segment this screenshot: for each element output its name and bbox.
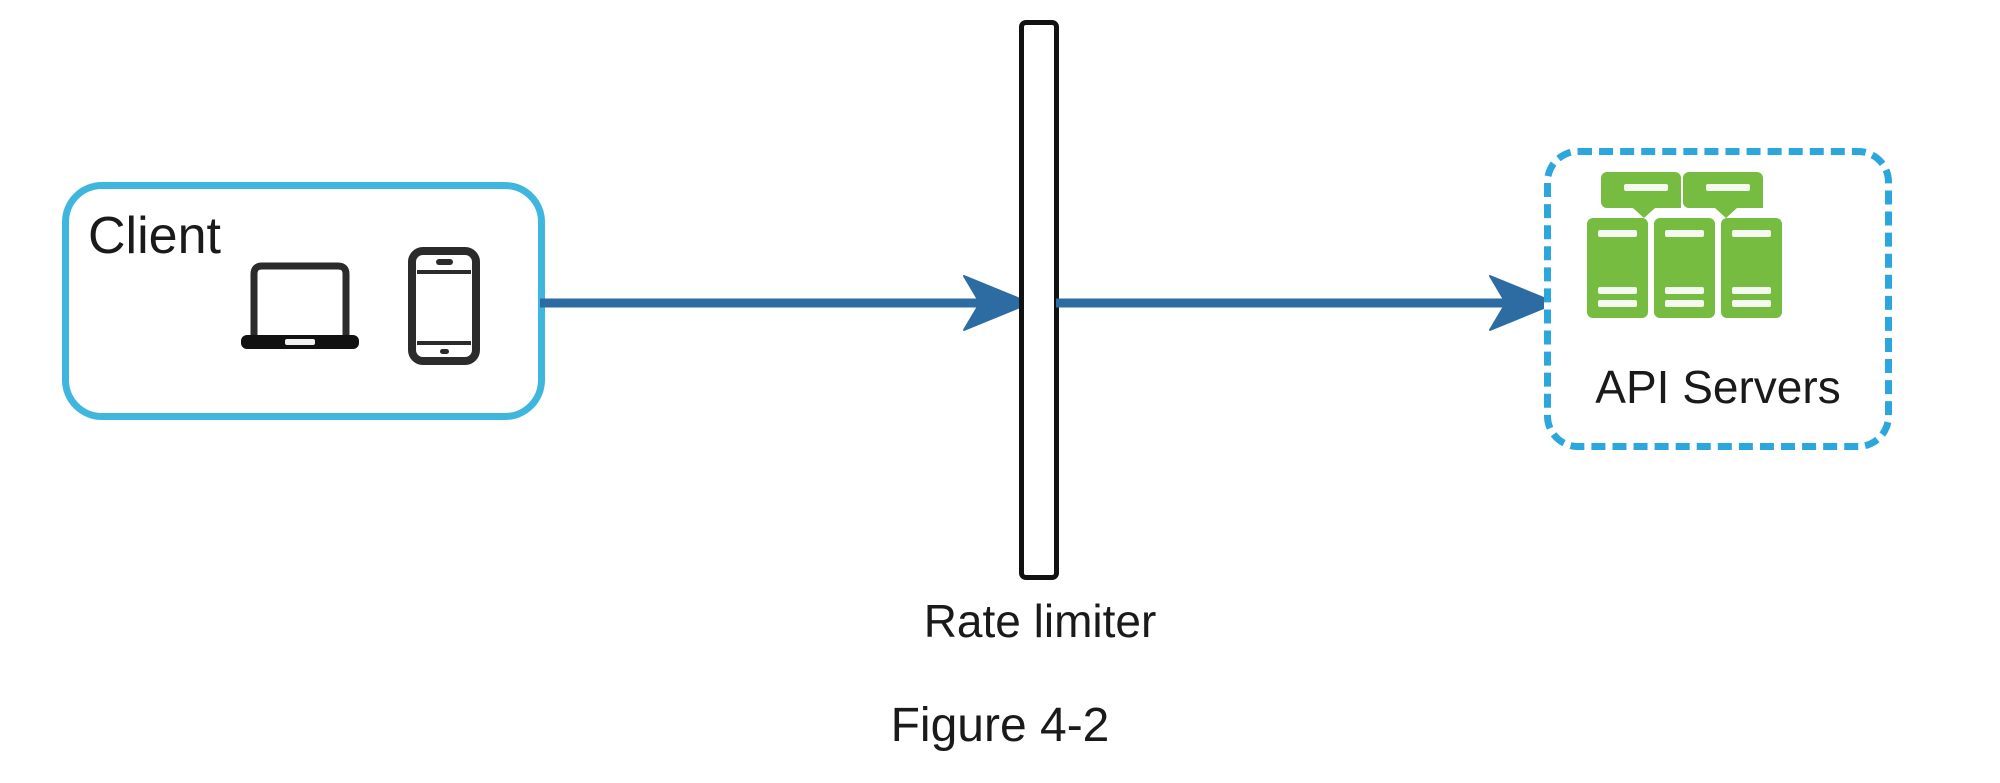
client-label: Client [88,207,221,265]
rate-limiter-label: Rate limiter [923,595,1157,647]
api-servers-label: API Servers [1595,361,1841,413]
laptop-icon [241,262,359,349]
client-node [62,182,545,420]
arrow-limiter-to-servers [1056,275,1557,331]
figure-caption: Figure 4-2 [890,699,1110,752]
server-stack-icon [1587,172,1782,318]
rate-limiter-node [1019,20,1059,580]
mobile-phone-icon [408,247,480,365]
arrow-client-to-limiter [540,275,1031,331]
